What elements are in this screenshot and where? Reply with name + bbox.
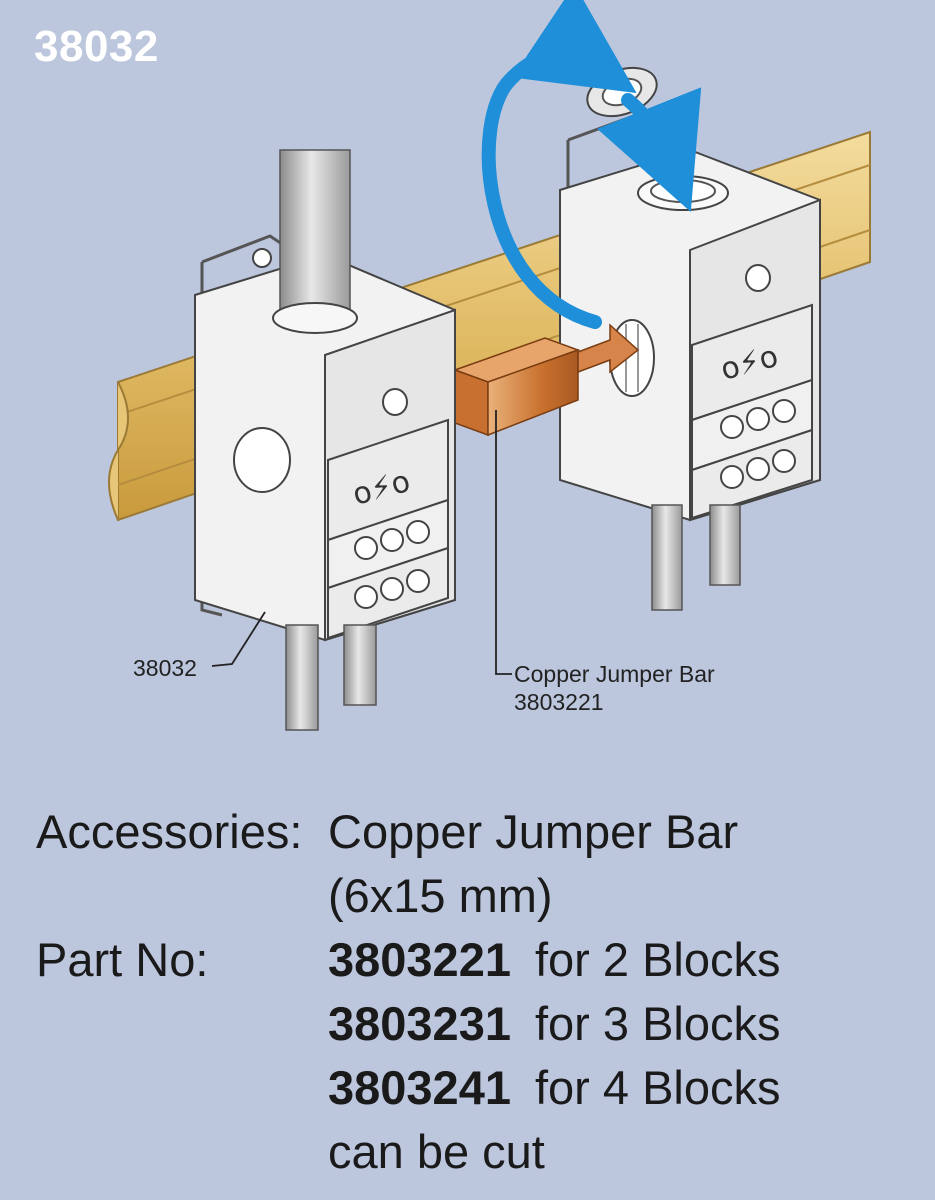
accessories-label: Accessories: [36, 805, 303, 858]
cut-note: can be cut [328, 1125, 545, 1178]
part-number: 3803231 [328, 997, 511, 1050]
part-no-label: Part No: [36, 933, 209, 986]
accessories-dimensions: (6x15 mm) [328, 869, 553, 922]
part-number: 3803221 [328, 933, 511, 986]
page-title: 38032 [34, 22, 159, 71]
callout-line-bar [495, 410, 512, 675]
terminal-block-illustration: o⚡o o⚡o [108, 0, 871, 731]
accessories-section: Accessories: Copper Jumper Bar (6x15 mm)… [36, 800, 781, 1184]
part-description: for 2 Blocks [534, 933, 781, 986]
callout-bar-name: Copper Jumper Bar [514, 661, 715, 687]
callout-bar-part: 3803221 [514, 689, 604, 715]
callout-line-block [211, 611, 266, 667]
part-number: 3803241 [328, 1061, 511, 1114]
callout-copper-bar: Copper Jumper Bar 3803221 [514, 660, 715, 716]
blue-rotation-arrows [481, 0, 702, 329]
terminal-block-left: o⚡o [194, 149, 456, 731]
callout-block-label: 38032 [133, 655, 197, 681]
part-description: for 3 Blocks [534, 997, 781, 1050]
part-description: for 4 Blocks [534, 1061, 781, 1114]
accessories-item: Copper Jumper Bar [328, 805, 739, 858]
